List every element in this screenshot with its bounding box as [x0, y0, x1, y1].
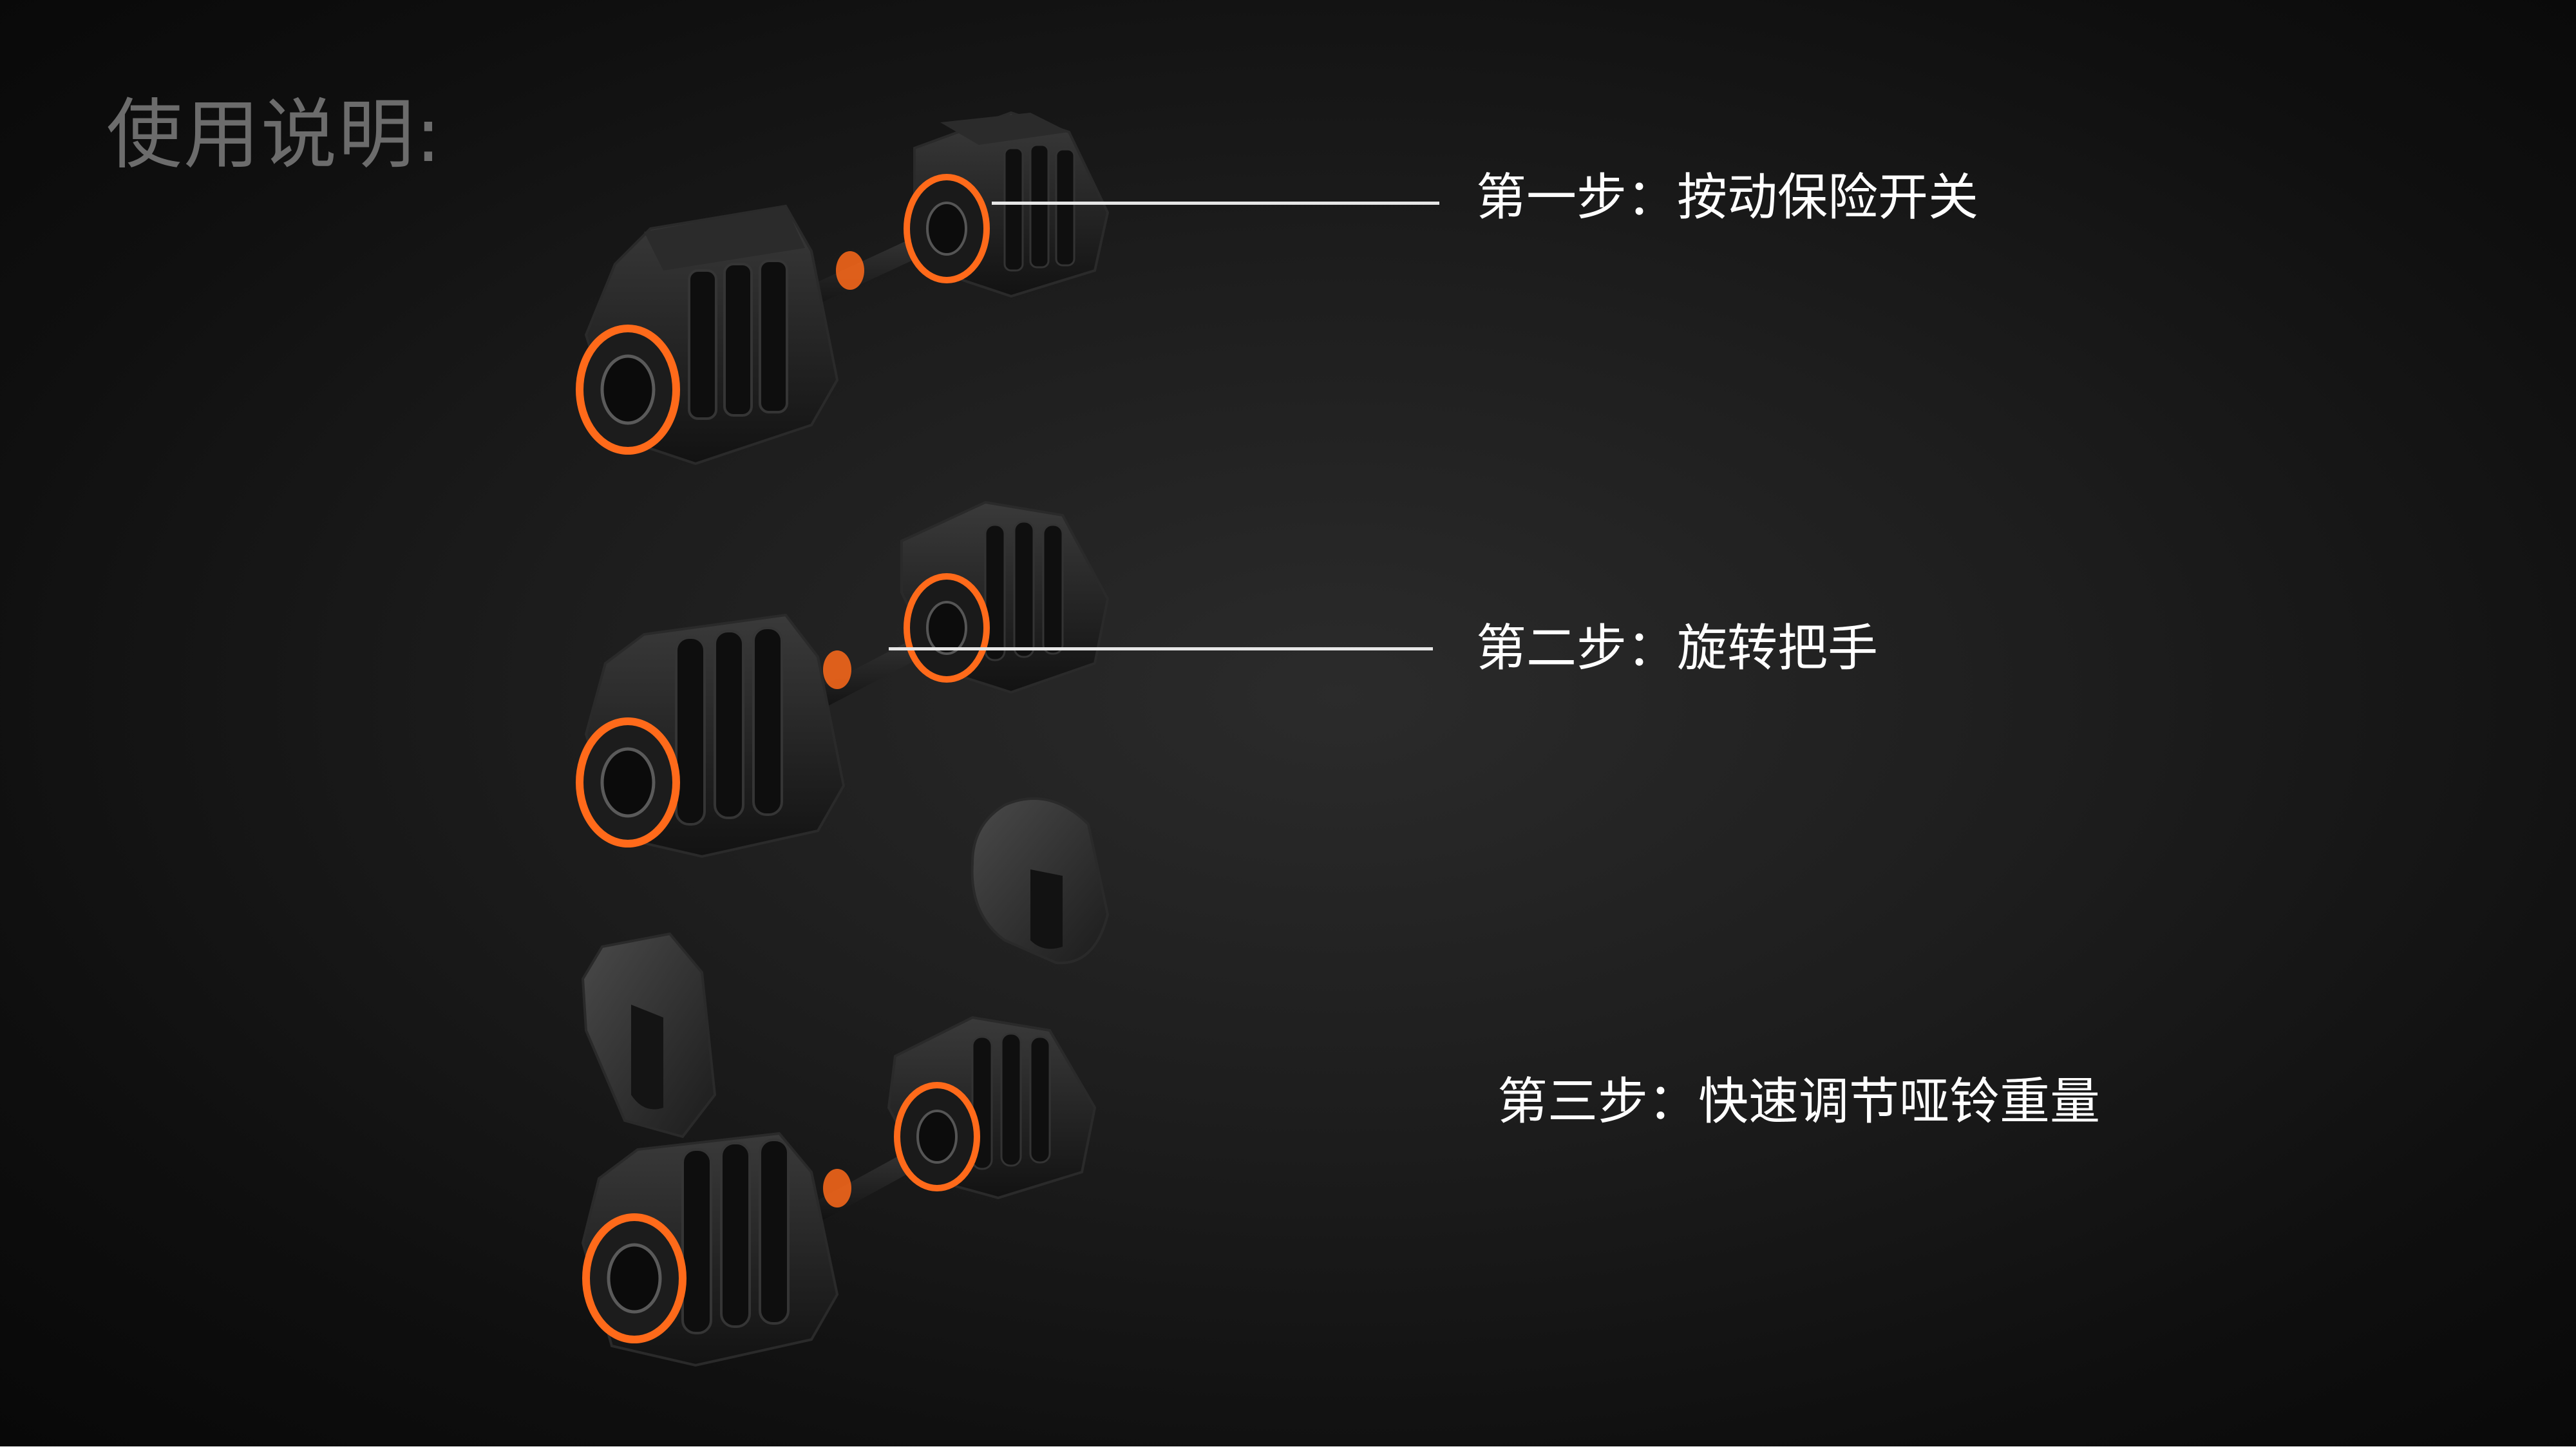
- step1-label: 第一步：按动保险开关: [1476, 169, 1979, 227]
- dumbbell-step3: [581, 1016, 1097, 1367]
- leader-line-step2: [889, 647, 1433, 650]
- step2-label: 第二步：旋转把手: [1476, 620, 1879, 677]
- step3-label: 第三步：快速调节哑铃重量: [1497, 1073, 2101, 1131]
- dumbbell-step2: [576, 500, 1110, 858]
- page-title: 使用说明:: [106, 90, 442, 179]
- dumbbell-step1: [576, 111, 1110, 466]
- loose-plate-right: [971, 797, 1110, 965]
- bottom-divider: [0, 1446, 2576, 1449]
- leader-line-step1: [992, 202, 1439, 205]
- loose-plate-left: [581, 932, 717, 1139]
